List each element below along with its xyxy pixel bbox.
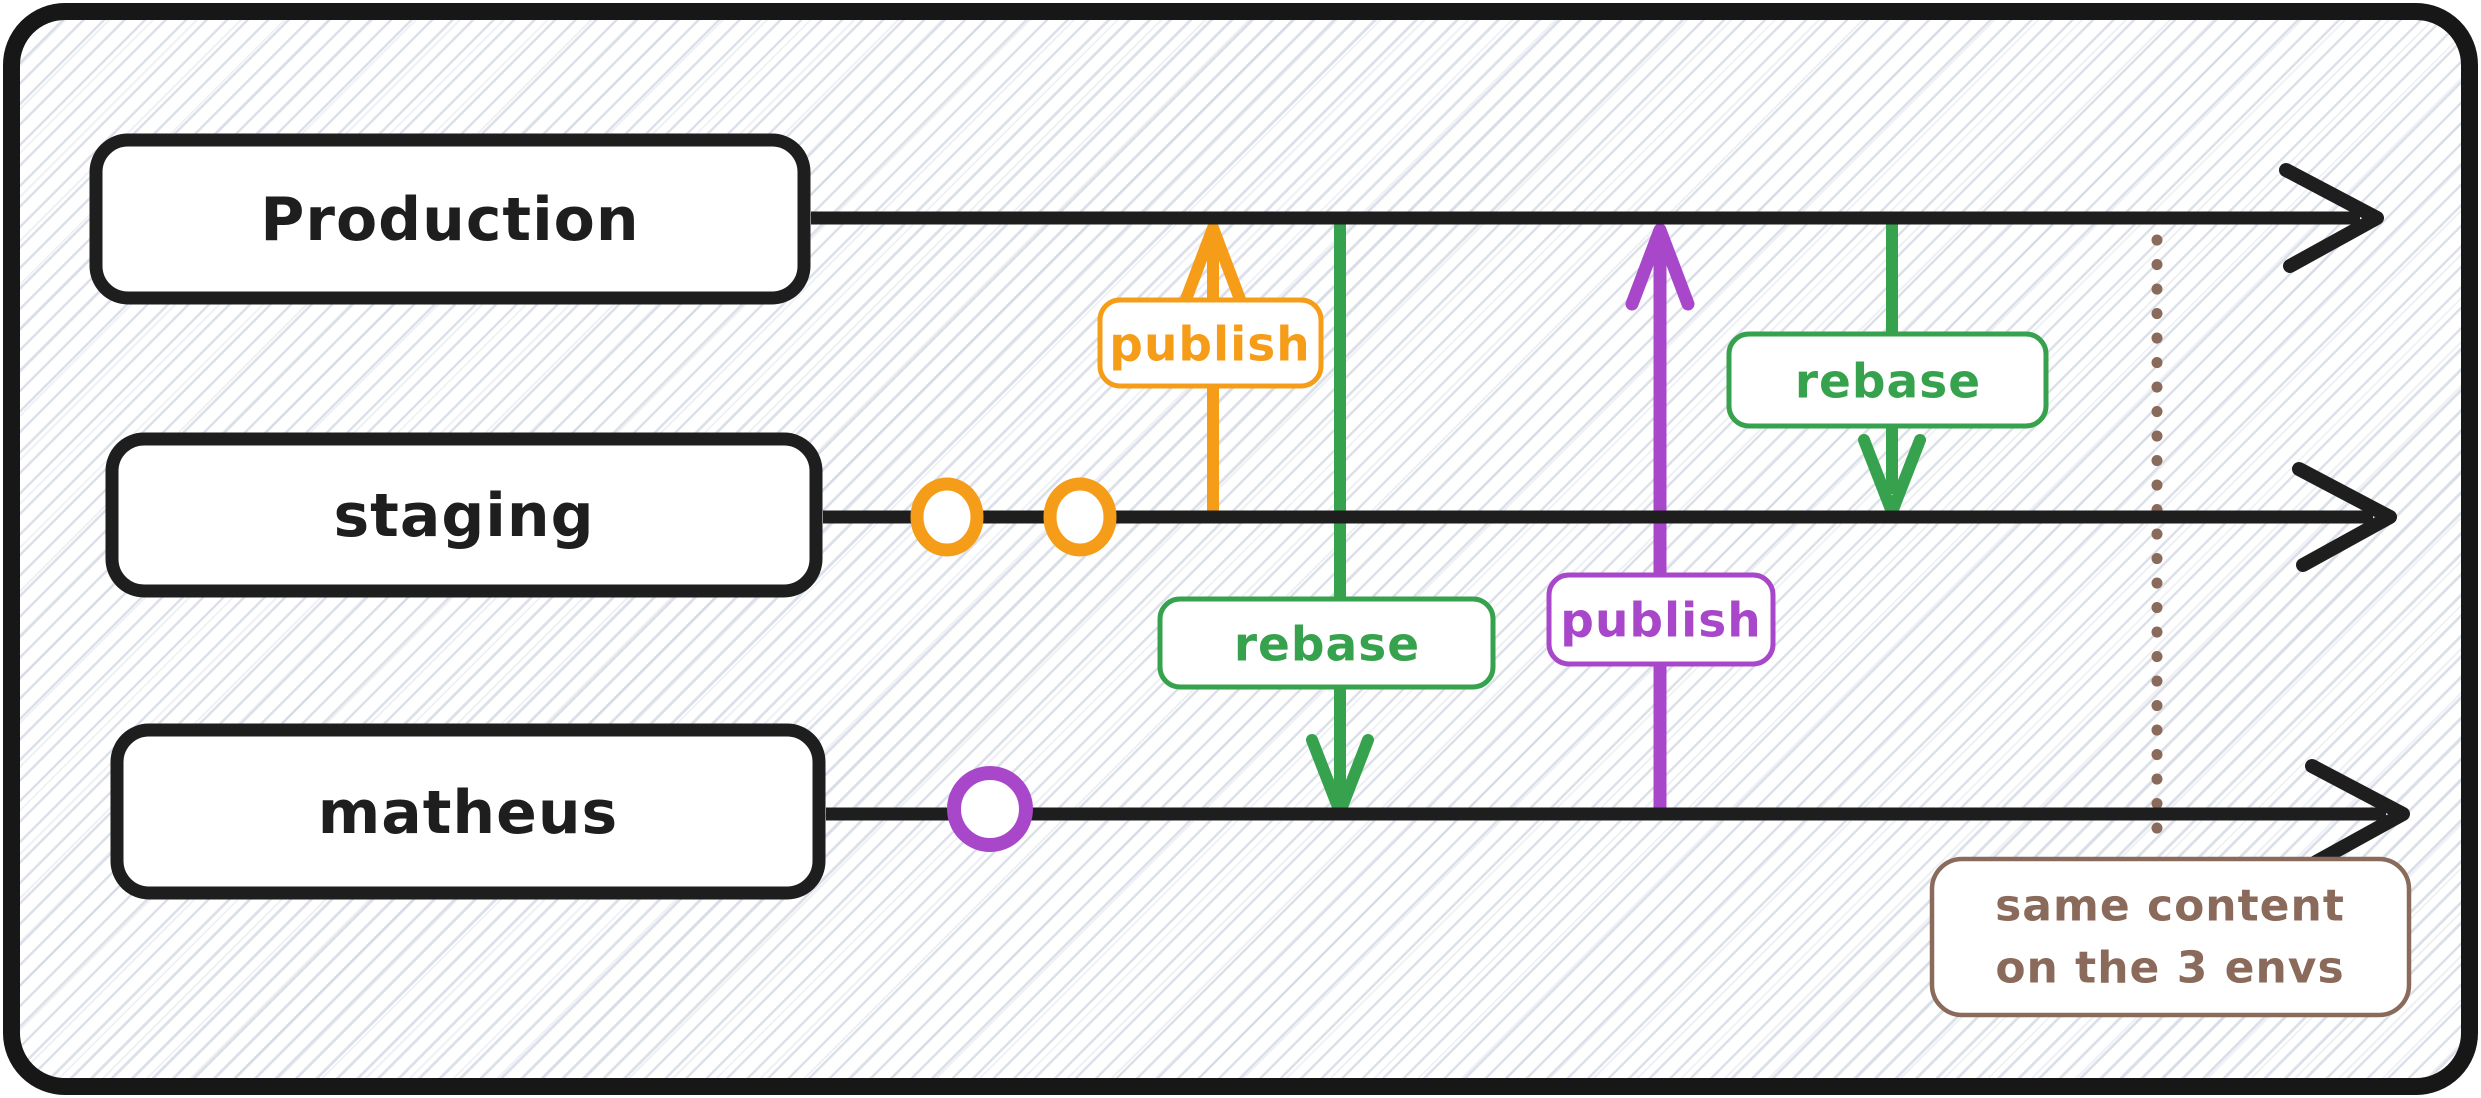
matheus-label: matheus [318,778,619,848]
staging-box: staging [105,432,823,598]
same-content-note-box: same content on the 3 envs [1929,856,2412,1018]
matheus-box: matheus [110,723,826,900]
publish-staging-label-box: publish [1097,297,1324,389]
production-timeline-line [811,163,2384,273]
arrowhead-right-icon [2305,759,2410,869]
rebase-label: rebase [1234,618,1420,673]
note-line-1: same content [1995,881,2345,932]
arrowhead-right-icon [2292,462,2397,572]
matheus-timeline-line [826,759,2410,869]
publish-label: publish [1109,318,1310,373]
production-label: Production [260,185,639,255]
note-line-2: on the 3 envs [1995,943,2344,994]
arrowhead-right-icon [2279,163,2384,273]
arrowhead-up-icon [1625,223,1695,311]
publish-matheus-to-production-arrow [1625,223,1695,819]
staging-commit-circle [910,477,984,557]
rebase-staging-label-box: rebase [1726,331,2049,429]
production-box: Production [89,133,811,305]
publish-label: publish [1560,594,1761,649]
staging-commit-circle [1043,477,1117,557]
arrowhead-up-icon [1179,222,1247,308]
publish-matheus-label-box: publish [1546,572,1776,667]
rebase-matheus-label-box: rebase [1157,596,1496,690]
matheus-commit-circle [947,766,1033,852]
staging-label: staging [333,481,594,551]
rebase-label: rebase [1795,355,1981,410]
